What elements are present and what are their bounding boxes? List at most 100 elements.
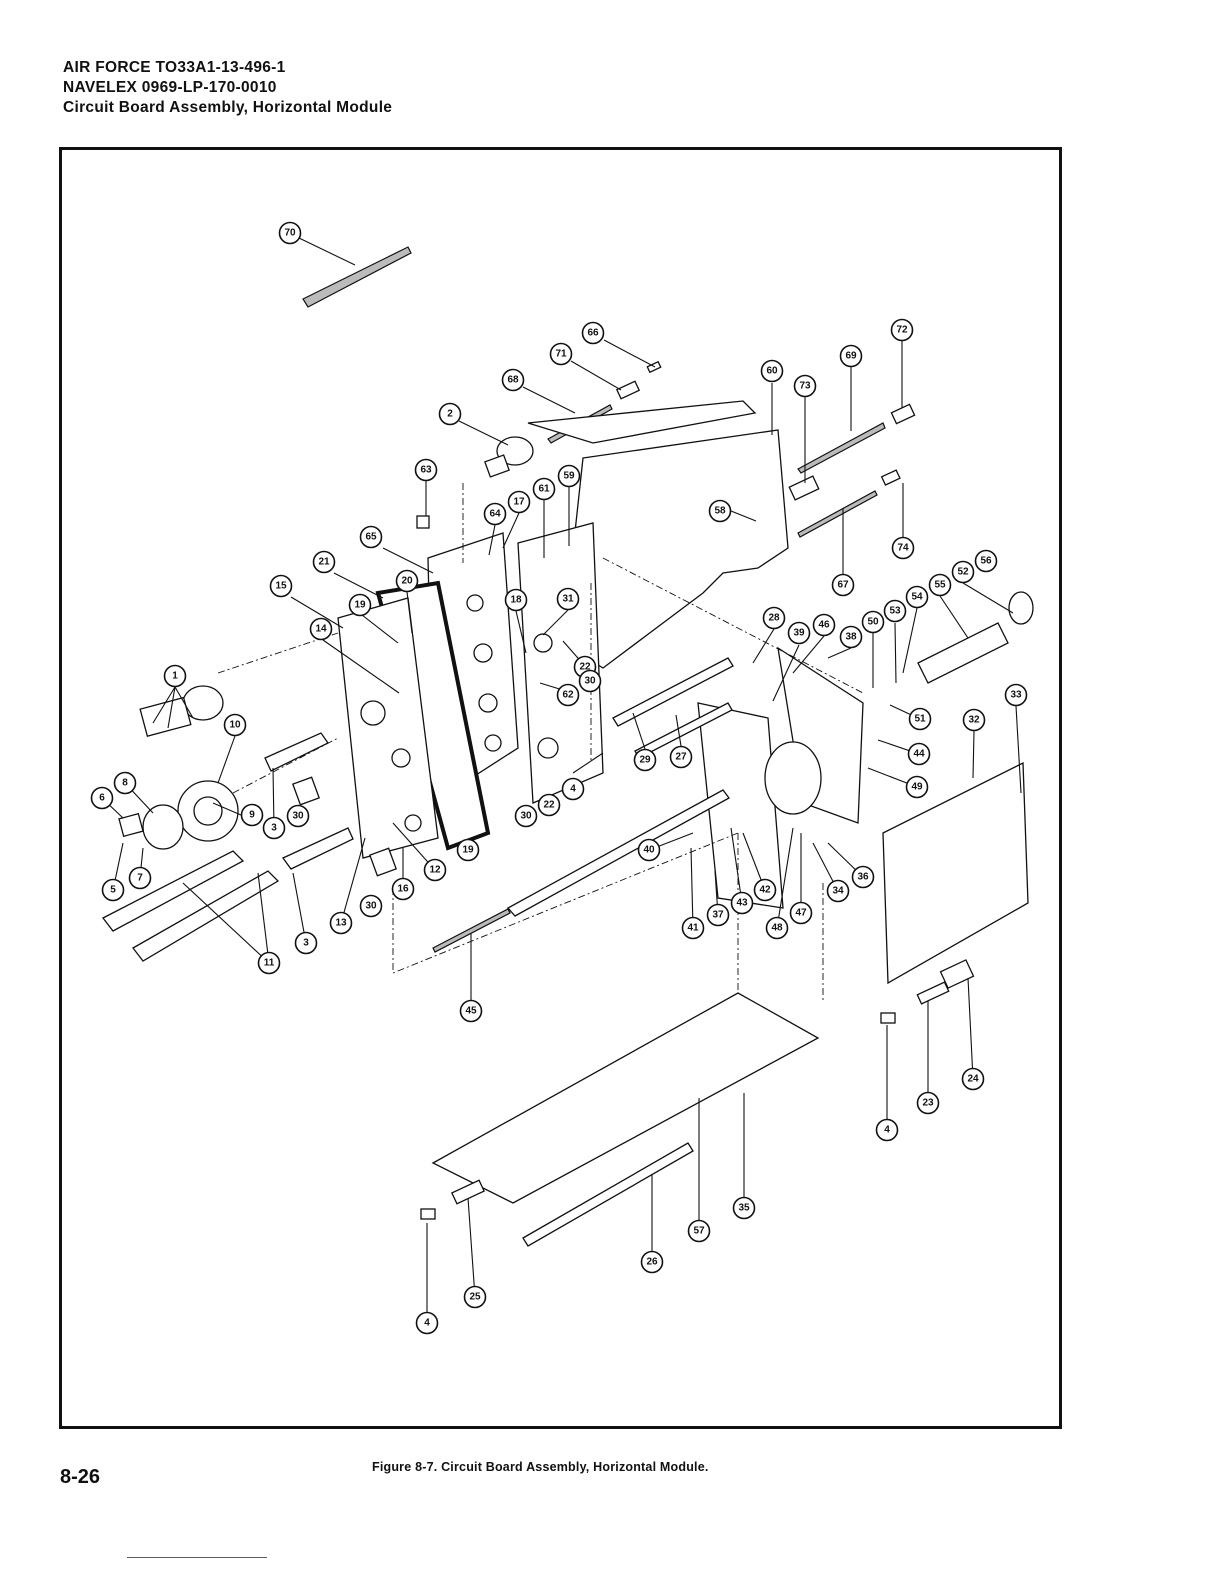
callout: 17 [507, 490, 531, 514]
callout-label: 58 [714, 506, 726, 517]
callout: 22 [537, 793, 561, 817]
callout-label: 45 [465, 1006, 477, 1017]
callout-label: 15 [275, 581, 287, 592]
callout-label: 51 [914, 714, 926, 725]
callout: 46 [812, 613, 836, 637]
callout: 25 [463, 1285, 487, 1309]
callout: 30 [514, 804, 538, 828]
callout: 4 [561, 777, 585, 801]
callout-label: 4 [570, 784, 576, 795]
callout: 19 [348, 593, 372, 617]
callout: 57 [687, 1219, 711, 1243]
callout-label: 9 [249, 810, 255, 821]
callout-label: 64 [489, 509, 501, 520]
header-line-3: Circuit Board Assembly, Horizontal Modul… [63, 99, 393, 116]
callout-label: 50 [867, 617, 879, 628]
callout: 49 [905, 775, 929, 799]
callout: 58 [708, 499, 732, 523]
callout-label: 20 [401, 576, 413, 587]
callout: 21 [312, 550, 336, 574]
callout-label: 68 [507, 375, 519, 386]
callout-label: 65 [365, 532, 377, 543]
callout-label: 7 [137, 873, 143, 884]
footer-rule [127, 1557, 267, 1558]
callout-label: 13 [335, 918, 347, 929]
callout: 64 [483, 502, 507, 526]
callout: 19 [456, 838, 480, 862]
callout-label: 28 [768, 613, 780, 624]
callout-label: 67 [837, 580, 849, 591]
callout-label: 66 [587, 328, 599, 339]
callout-label: 57 [693, 1226, 705, 1237]
callout: 74 [891, 536, 915, 560]
callout-label: 52 [957, 567, 969, 578]
callout-label: 30 [365, 901, 377, 912]
callout: 12 [423, 858, 447, 882]
callout-label: 19 [462, 845, 474, 856]
callout-label: 6 [99, 793, 105, 804]
callout-label: 27 [675, 752, 687, 763]
callout: 28 [762, 606, 786, 630]
callout: 10 [223, 713, 247, 737]
callout-label: 25 [469, 1292, 481, 1303]
callout-label: 3 [303, 938, 309, 949]
callout-markers: 70 66 71 68 72 69 60 73 2 63 61 59 17 64… [90, 221, 1028, 1335]
callout-label: 21 [318, 557, 330, 568]
callout-label: 44 [913, 749, 925, 760]
callout: 62 [556, 683, 580, 707]
callout: 30 [286, 804, 310, 828]
callout-label: 72 [896, 325, 908, 336]
callout-label: 10 [229, 720, 241, 731]
callout: 30 [578, 669, 602, 693]
callout-label: 30 [520, 811, 532, 822]
callout: 69 [839, 344, 863, 368]
callout: 65 [359, 525, 383, 549]
callout: 15 [269, 574, 293, 598]
callout-label: 73 [799, 381, 811, 392]
callout: 67 [831, 573, 855, 597]
callout: 18 [504, 588, 528, 612]
callout-label: 40 [643, 845, 655, 856]
callout-label: 2 [447, 409, 453, 420]
callout: 13 [329, 911, 353, 935]
callout-label: 69 [845, 351, 857, 362]
callout-label: 23 [922, 1098, 934, 1109]
callout: 55 [928, 573, 952, 597]
callout-label: 38 [845, 632, 857, 643]
callout: 61 [532, 477, 556, 501]
callout: 50 [861, 610, 885, 634]
document-header: AIR FORCE TO33A1-13-496-1 NAVELEX 0969-L… [63, 58, 392, 118]
callout: 4 [875, 1118, 899, 1142]
callout: 59 [557, 464, 581, 488]
callout: 31 [556, 587, 580, 611]
callout-label: 16 [397, 884, 409, 895]
callout-label: 24 [967, 1074, 979, 1085]
callout: 3 [262, 816, 286, 840]
callout-label: 53 [889, 606, 901, 617]
callout-label: 48 [771, 923, 783, 934]
callout: 44 [907, 742, 931, 766]
callout-label: 34 [832, 886, 844, 897]
callout: 7 [128, 866, 152, 890]
callout: 27 [669, 745, 693, 769]
callout-label: 1 [172, 671, 178, 682]
header-line-2: NAVELEX 0969-LP-170-0010 [63, 79, 277, 96]
page-number: 8-26 [60, 1466, 101, 1488]
callout-label: 63 [420, 465, 432, 476]
callout: 35 [732, 1196, 756, 1220]
callout: 1 [163, 664, 187, 688]
callout: 4 [415, 1311, 439, 1335]
callout-label: 11 [264, 958, 275, 969]
callout-label: 30 [584, 676, 596, 687]
callout: 24 [961, 1067, 985, 1091]
callout-label: 29 [639, 755, 651, 766]
callout: 42 [753, 878, 777, 902]
callout: 30 [359, 894, 383, 918]
callout-label: 30 [292, 811, 304, 822]
callout: 39 [787, 621, 811, 645]
callout: 16 [391, 877, 415, 901]
callout: 48 [765, 916, 789, 940]
callout: 3 [294, 931, 318, 955]
callout: 70 [278, 221, 302, 245]
callout: 51 [908, 707, 932, 731]
